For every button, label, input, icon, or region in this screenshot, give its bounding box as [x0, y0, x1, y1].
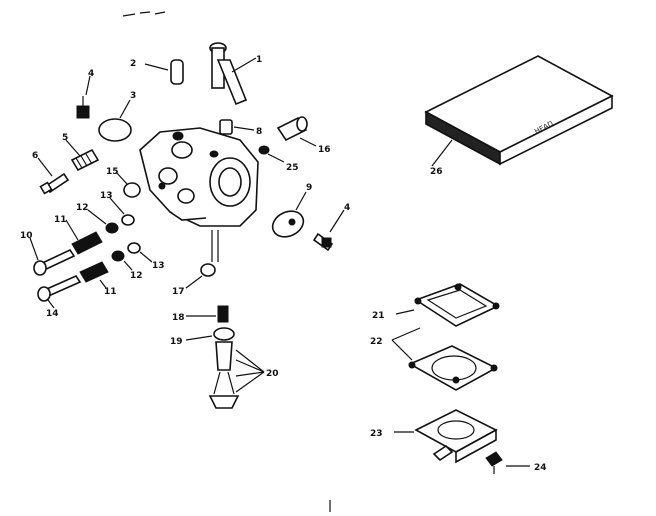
part-12-seal-upper — [87, 209, 119, 234]
part-2-pin — [144, 59, 184, 85]
callout-5: 5 — [62, 133, 68, 143]
callout-22: 22 — [370, 337, 383, 347]
callout-2: 2 — [130, 59, 136, 69]
callout-12-lower: 12 — [130, 271, 143, 281]
callout-23: 23 — [370, 429, 383, 439]
callout-4-lower: 4 — [344, 203, 350, 213]
callout-21: 21 — [372, 311, 385, 321]
part-13-washer-upper — [109, 197, 135, 226]
callout-13-lower: 13 — [152, 261, 165, 271]
part-18-screw — [186, 305, 229, 323]
part-23-cover — [394, 409, 498, 464]
callout-14: 14 — [46, 309, 59, 319]
callout-17: 17 — [172, 287, 185, 297]
part-26-filter-pad: HEAD — [424, 55, 614, 167]
callout-12-upper: 12 — [76, 203, 89, 213]
part-5-spring — [65, 139, 100, 172]
callout-4-upper: 4 — [88, 69, 94, 79]
callout-13-upper: 13 — [100, 191, 113, 201]
part-24-fitting — [485, 451, 530, 474]
callout-26: 26 — [430, 167, 443, 177]
part-10-needle — [29, 237, 76, 276]
callout-19: 19 — [170, 337, 183, 347]
part-11-spring-upper — [65, 219, 103, 255]
part-12-seal-lower — [111, 250, 133, 271]
part-21-gasket — [395, 283, 500, 327]
carburetor-body — [139, 127, 259, 227]
callout-16: 16 — [318, 145, 331, 155]
part-11-spring-lower — [79, 261, 109, 289]
part-17-plug — [185, 230, 219, 289]
callout-10: 10 — [20, 231, 33, 241]
part-4-screw-lower — [312, 209, 345, 252]
callout-15: 15 — [106, 167, 119, 177]
part-15-ring — [115, 171, 141, 198]
part-16-fitting — [276, 116, 317, 147]
callout-8: 8 — [256, 127, 262, 137]
callout-11-lower: 11 — [104, 287, 117, 297]
part-3-disc — [98, 99, 132, 142]
part-25-washer — [258, 145, 285, 163]
callout-9: 9 — [306, 183, 312, 193]
part-20-valve-parts — [208, 341, 265, 409]
part-22-diaphragm — [391, 327, 498, 391]
part-4-screw-upper — [76, 75, 91, 119]
callout-20: 20 — [266, 369, 279, 379]
part-8-clip — [219, 119, 255, 135]
top-scribble — [122, 11, 166, 17]
part-6-screw — [37, 157, 70, 195]
callout-1: 1 — [256, 55, 262, 65]
part-19-washer — [185, 327, 235, 341]
callout-labels: 1 2 3 4 5 6 15 13 12 11 10 12 13 11 14 8… — [20, 55, 547, 473]
callout-3: 3 — [130, 91, 136, 101]
part-1-throttle-shaft — [209, 42, 257, 106]
part-13-washer-lower — [127, 242, 153, 263]
callout-18: 18 — [172, 313, 185, 323]
part-14-needle — [37, 274, 82, 309]
callout-11-upper: 11 — [54, 215, 67, 225]
callout-6: 6 — [32, 151, 38, 161]
callout-25: 25 — [286, 163, 299, 173]
part-9-plate — [271, 191, 307, 238]
callout-24: 24 — [534, 463, 547, 473]
